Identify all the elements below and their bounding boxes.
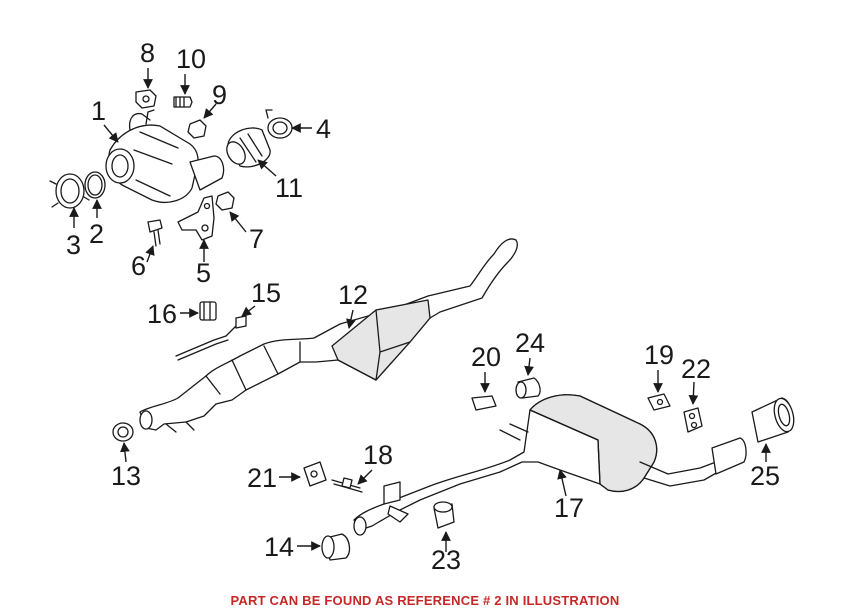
part-23-clamp — [433, 501, 455, 529]
part-17-rear-muffler — [353, 394, 747, 536]
part-18-hanger — [331, 477, 363, 493]
part-24-isolator — [515, 377, 541, 399]
part-25-tailpipe-tip — [751, 397, 795, 443]
part-12-pipe-assembly — [139, 238, 518, 433]
callout-8: 8 — [140, 38, 155, 68]
callout-15: 15 — [251, 278, 281, 308]
callout-17: 17 — [554, 493, 584, 523]
callout-23: 23 — [431, 545, 461, 575]
callout-4: 4 — [316, 114, 331, 144]
part-14-clamp — [321, 533, 351, 561]
part-11-flex-pipe — [226, 127, 271, 168]
callout-19: 19 — [644, 340, 674, 370]
callout-14: 14 — [264, 532, 294, 562]
part-10-bolt — [173, 96, 193, 108]
callout-25: 25 — [750, 461, 780, 491]
part-7-nut — [215, 191, 235, 211]
part-3-clamp — [49, 173, 90, 209]
part-15-hanger — [175, 315, 247, 361]
callout-3: 3 — [66, 230, 81, 260]
callout-1: 1 — [91, 96, 106, 126]
callout-16: 16 — [147, 299, 177, 329]
callout-leaders — [69, 68, 771, 552]
callout-5: 5 — [196, 258, 211, 288]
part-2-gasket — [84, 171, 106, 199]
callout-numbers: 1 2 3 4 5 6 7 8 9 10 11 12 13 14 15 16 1… — [66, 38, 780, 575]
callout-13: 13 — [111, 461, 141, 491]
part-19-bracket — [647, 393, 671, 411]
part-16-isolator — [199, 301, 217, 321]
callout-2: 2 — [89, 219, 104, 249]
callout-24: 24 — [515, 328, 545, 358]
part-9-nut — [187, 119, 207, 139]
part-8-bracket — [135, 89, 157, 109]
callout-7: 7 — [249, 224, 264, 254]
callout-6: 6 — [131, 251, 146, 281]
footer-note: PART CAN BE FOUND AS REFERENCE # 2 IN IL… — [230, 593, 620, 608]
part-6-bolt — [147, 219, 163, 247]
callout-12: 12 — [338, 280, 368, 310]
part-5-bracket — [177, 195, 215, 241]
part-21-bracket — [303, 461, 327, 487]
callout-21: 21 — [247, 463, 277, 493]
callout-20: 20 — [471, 342, 501, 372]
part-13-clamp — [112, 422, 134, 442]
part-1-catalytic-converter — [105, 109, 225, 203]
callout-11: 11 — [275, 173, 303, 203]
part-20-bracket — [471, 395, 497, 411]
part-22-isolator — [683, 407, 703, 433]
callout-18: 18 — [363, 440, 393, 470]
callout-22: 22 — [681, 354, 711, 384]
callout-10: 10 — [176, 44, 206, 74]
part-4-clamp — [265, 109, 293, 139]
callout-9: 9 — [212, 80, 227, 110]
